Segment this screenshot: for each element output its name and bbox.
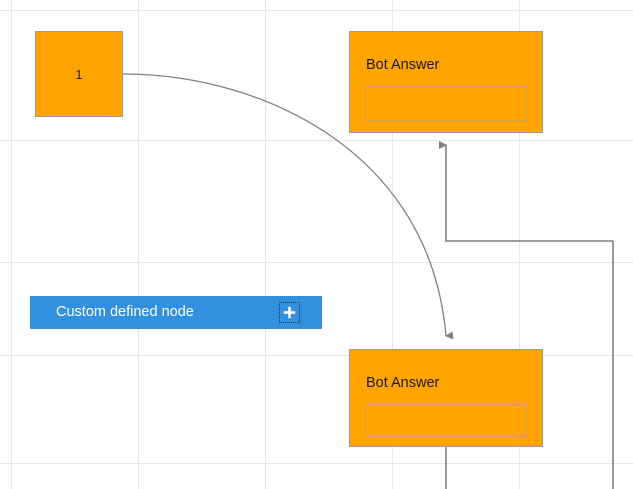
bot-answer-field-bottom[interactable] xyxy=(365,404,527,437)
bot-answer-field-top[interactable] xyxy=(365,86,527,121)
custom-defined-node-label: Custom defined node xyxy=(56,304,194,321)
grid-line-vertical xyxy=(11,0,12,489)
grid-line-vertical xyxy=(519,0,520,489)
grid-line-vertical xyxy=(265,0,266,489)
grid-line-horizontal xyxy=(0,10,633,11)
grid-line-horizontal xyxy=(0,140,633,141)
start-node-label: 1 xyxy=(75,66,83,82)
grid-line-vertical xyxy=(138,0,139,489)
grid-line-horizontal xyxy=(0,355,633,356)
bot-answer-node-bottom[interactable]: Bot Answer xyxy=(349,349,543,447)
bot-answer-node-top[interactable]: Bot Answer xyxy=(349,31,543,133)
bot-answer-title-bottom: Bot Answer xyxy=(366,375,440,391)
start-node[interactable]: 1 xyxy=(35,31,123,117)
bot-answer-title-top: Bot Answer xyxy=(366,57,440,73)
custom-defined-node-bar[interactable]: Custom defined node xyxy=(30,296,322,329)
plus-icon[interactable] xyxy=(279,302,300,323)
grid-line-horizontal xyxy=(0,262,633,263)
grid-line-horizontal xyxy=(0,463,633,464)
